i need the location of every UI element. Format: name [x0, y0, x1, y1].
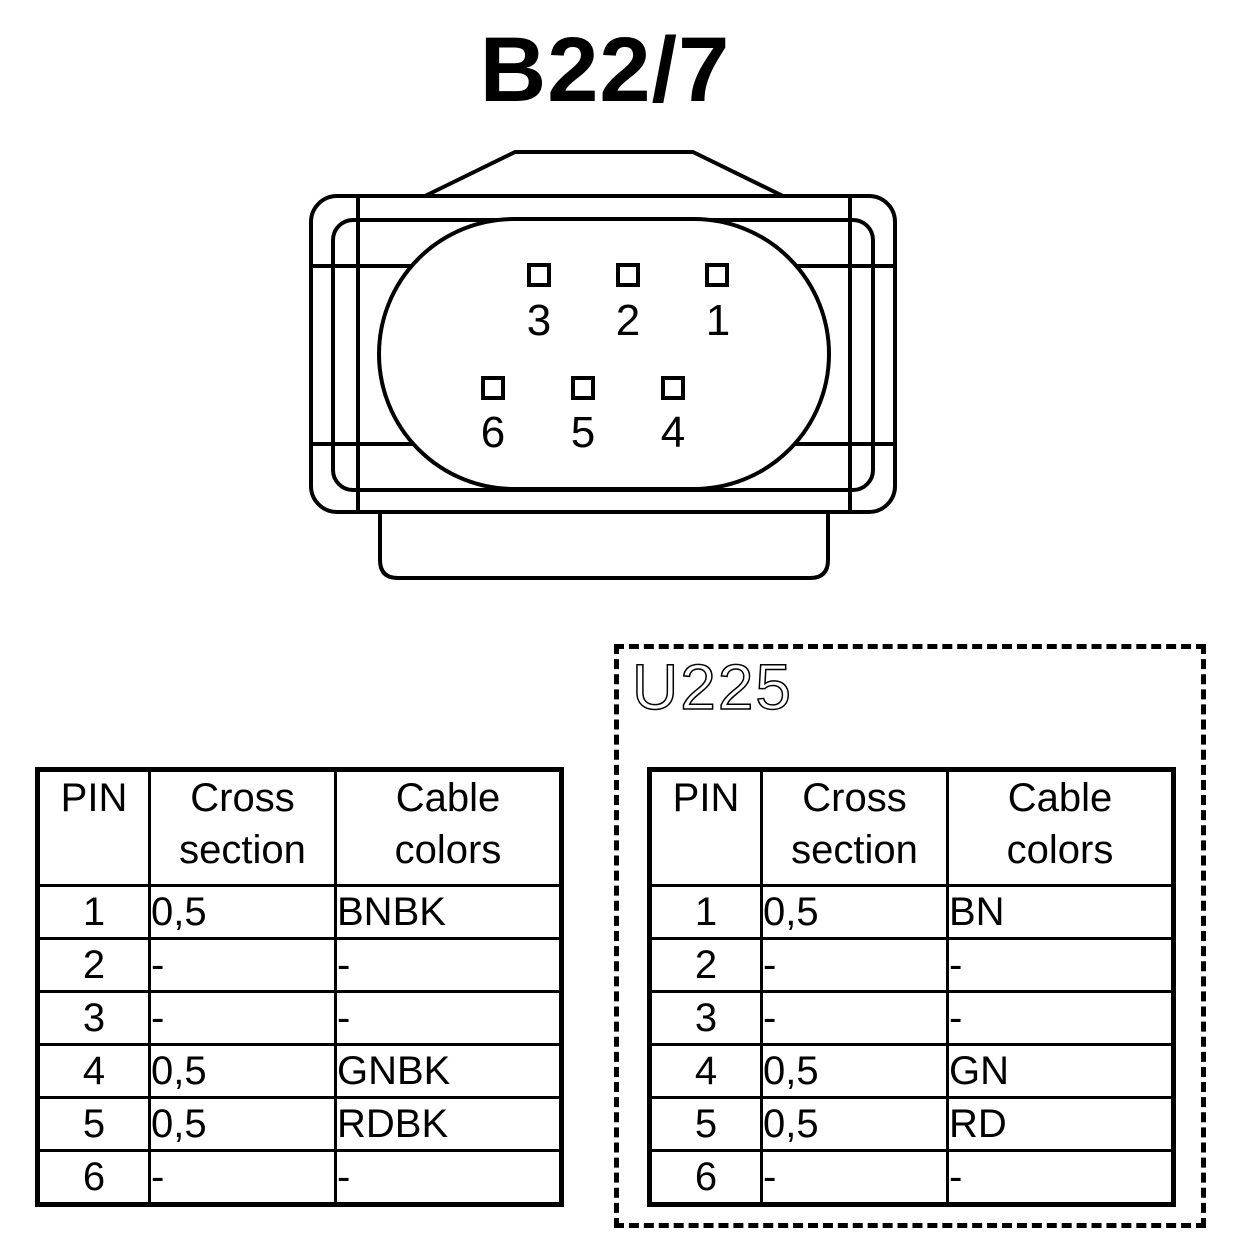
cross-section-cell: -	[760, 937, 949, 993]
table-row: 6--	[648, 1149, 1175, 1206]
header-cross-line1: Cross	[190, 776, 295, 820]
cable-color-cell: RD	[946, 1096, 1175, 1152]
pin-1-label: 1	[706, 296, 730, 345]
cross-section-cell: -	[148, 1149, 337, 1206]
header-cross-line2: section	[791, 828, 918, 872]
connector-bottom-tab	[378, 512, 830, 580]
connector-outer-shell	[309, 194, 897, 514]
pin-cell: 1	[648, 884, 763, 940]
pin-3-contact	[527, 263, 551, 287]
pin-4-contact	[661, 376, 685, 400]
cable-color-cell: -	[334, 990, 563, 1046]
pin-5-label: 5	[571, 408, 595, 457]
connector-title: B22/7	[479, 19, 731, 121]
pin-6-contact	[481, 376, 505, 400]
cross-section-cell: -	[148, 937, 337, 993]
connector-oval-face	[377, 217, 831, 491]
cross-section-cell: 0,5	[148, 1096, 337, 1152]
pin-cell: 6	[36, 1149, 151, 1206]
table-row: 2--	[648, 937, 1175, 993]
variant-dashed-box	[614, 644, 1206, 1228]
connector-diagram: 1 2 3 4 5 6	[309, 150, 897, 580]
pin-2-contact	[616, 263, 640, 287]
pin-cell: 5	[36, 1096, 151, 1152]
cross-section-cell: -	[760, 1149, 949, 1206]
header-cable-colors: Cable colors	[334, 768, 563, 887]
cable-color-cell: -	[946, 1149, 1175, 1206]
cable-color-cell: -	[334, 1149, 563, 1206]
pin-3-label: 3	[527, 296, 551, 345]
header-pin: PIN	[36, 768, 151, 887]
pin-4-label: 4	[661, 408, 685, 457]
header-colors-line2: colors	[1006, 828, 1114, 872]
pin-cell: 3	[36, 990, 151, 1046]
pin-cell: 4	[36, 1043, 151, 1099]
cable-color-cell: -	[334, 937, 563, 993]
header-cable-colors: Cable colors	[946, 768, 1175, 887]
table-header-row: PIN Cross section Cable colors	[648, 768, 1175, 887]
pin-cell: 2	[36, 937, 151, 993]
pin-cell: 1	[36, 884, 151, 940]
cross-section-cell: -	[148, 990, 337, 1046]
pin-cell: 6	[648, 1149, 763, 1206]
cross-section-cell: -	[760, 990, 949, 1046]
cable-color-cell: BNBK	[334, 884, 563, 940]
header-colors-line2: colors	[394, 828, 502, 872]
cable-color-cell: GNBK	[334, 1043, 563, 1099]
cross-section-cell: 0,5	[148, 884, 337, 940]
cross-section-cell: 0,5	[760, 1043, 949, 1099]
cable-color-cell: -	[946, 990, 1175, 1046]
header-cross-line1: Cross	[802, 776, 907, 820]
header-cross-section: Cross section	[760, 768, 949, 887]
pin-cell: 4	[648, 1043, 763, 1099]
pin-cell: 5	[648, 1096, 763, 1152]
table-row: 2--	[36, 937, 563, 993]
pin-1-contact	[705, 263, 729, 287]
header-colors-line1: Cable	[1007, 776, 1113, 820]
cross-section-cell: 0,5	[760, 1096, 949, 1152]
cross-section-cell: 0,5	[148, 1043, 337, 1099]
header-colors-line1: Cable	[395, 776, 501, 820]
variant-label: U225	[631, 650, 793, 724]
table-row: 6--	[36, 1149, 563, 1206]
table-row: 3--	[36, 990, 563, 1046]
pin-5-contact	[571, 376, 595, 400]
connector-latch	[424, 150, 784, 198]
cable-color-cell: RDBK	[334, 1096, 563, 1152]
cross-section-cell: 0,5	[760, 884, 949, 940]
pin-cell: 3	[648, 990, 763, 1046]
header-pin: PIN	[648, 768, 763, 887]
header-cross-line2: section	[179, 828, 306, 872]
table-row: 3--	[648, 990, 1175, 1046]
pin-6-label: 6	[481, 408, 505, 457]
cable-color-cell: BN	[946, 884, 1175, 940]
pin-cell: 2	[648, 937, 763, 993]
cable-color-cell: -	[946, 937, 1175, 993]
pin-2-label: 2	[616, 296, 640, 345]
table-header-row: PIN Cross section Cable colors	[36, 768, 563, 887]
cable-color-cell: GN	[946, 1043, 1175, 1099]
header-cross-section: Cross section	[148, 768, 337, 887]
